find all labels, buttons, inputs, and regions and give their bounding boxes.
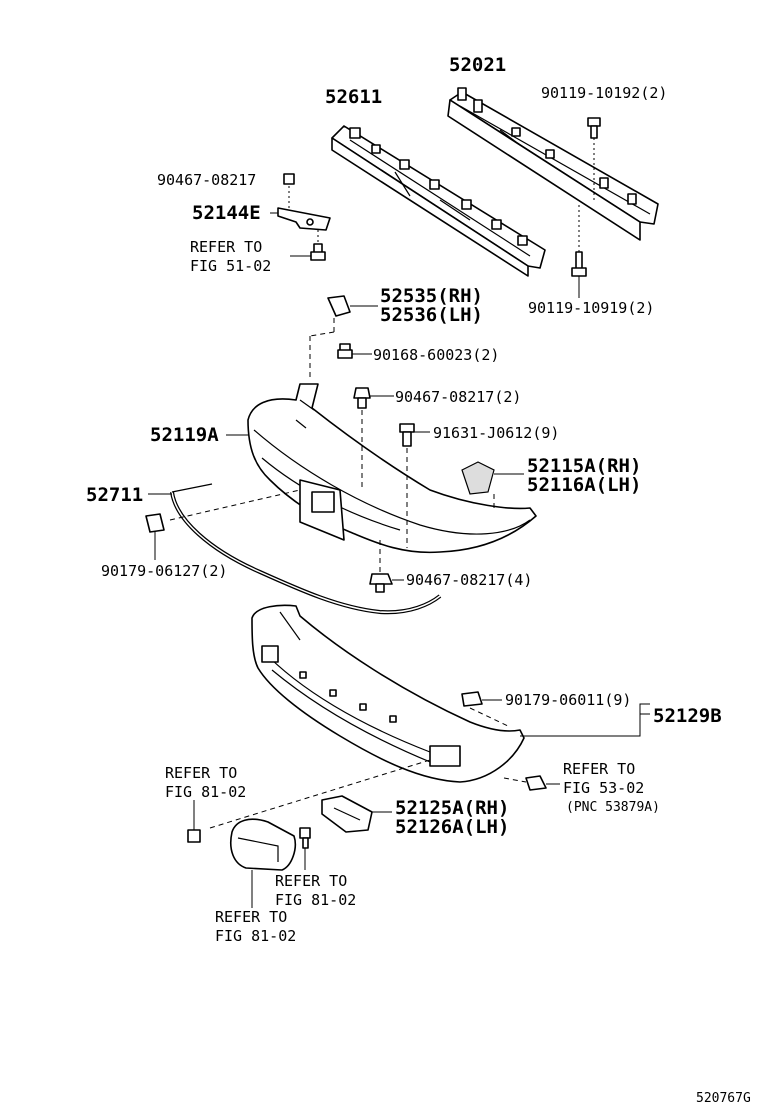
label-52115A: 52115A(RH) <box>527 455 642 477</box>
clip-90467-4-drawing <box>369 540 404 593</box>
label-52119A: 52119A <box>150 424 219 446</box>
nut-90179-06011-drawing <box>461 691 509 727</box>
label-90179-06127: 90179-06127(2) <box>101 562 228 580</box>
label-refer-81-b-line1: REFER TO <box>275 872 348 890</box>
bolt-fig81-left-drawing <box>187 800 201 843</box>
moulding-52711-drawing <box>148 483 442 615</box>
label-90168: 90168-60023(2) <box>373 346 500 364</box>
clip-52535-drawing <box>309 295 378 380</box>
retainer-52115A-drawing <box>461 461 524 512</box>
reinforcement-52611-drawing <box>331 125 546 277</box>
screw-91631-drawing <box>399 423 430 548</box>
label-91631: 91631-J0612(9) <box>433 424 560 442</box>
label-refer-81-a-line2: FIG 81-02 <box>165 783 247 801</box>
screw-fig81-right-drawing <box>299 827 311 870</box>
label-52125A: 52125A(RH) <box>395 797 510 819</box>
clip-90467-2-drawing <box>353 387 394 488</box>
label-90467-4: 90467-08217(4) <box>406 571 533 589</box>
label-52116A: 52116A(LH) <box>527 474 642 496</box>
label-refer-81-c-line1: REFER TO <box>215 908 288 926</box>
label-refer-81-c-line2: FIG 81-02 <box>215 927 297 945</box>
label-52611: 52611 <box>325 86 383 108</box>
label-refer-53-line2: FIG 53-02 <box>563 779 645 797</box>
bumper-cover-52119A-drawing <box>226 383 537 554</box>
fog-lamp-bracket-52125A-drawing <box>209 759 431 833</box>
label-refer-81-b-line2: FIG 81-02 <box>275 891 357 909</box>
bolt-90119-10919-drawing <box>571 205 587 298</box>
label-52021: 52021 <box>449 54 507 76</box>
label-52535: 52535(RH) <box>380 285 483 307</box>
label-refer-81-a-line1: REFER TO <box>165 764 238 782</box>
label-refer-51-line2: FIG 51-02 <box>190 257 272 275</box>
label-52144E: 52144E <box>192 202 261 224</box>
fog-lamp-drawing <box>230 818 297 908</box>
bolt-90119-10192-drawing <box>587 117 601 200</box>
label-refer-51-line1: REFER TO <box>190 238 263 256</box>
label-90119-10919: 90119-10919(2) <box>528 299 655 317</box>
label-refer-53-line1: REFER TO <box>563 760 636 778</box>
label-52126A: 52126A(LH) <box>395 816 510 838</box>
clip-fig53-drawing <box>503 775 560 791</box>
label-90467-2: 90467-08217(2) <box>395 388 522 406</box>
label-52129B: 52129B <box>653 705 722 727</box>
clip-90179-06127-drawing <box>145 513 165 560</box>
label-52711: 52711 <box>86 484 144 506</box>
bracket-52144E-drawing <box>270 173 331 261</box>
label-pnc: (PNC 53879A) <box>566 800 660 815</box>
lower-bumper-52129B-drawing <box>251 604 650 783</box>
reinforcement-52021-drawing <box>447 87 659 241</box>
figure-code: 520767G <box>696 1091 751 1106</box>
label-90467-top: 90467-08217 <box>157 171 257 189</box>
label-90119-10192: 90119-10192(2) <box>541 84 668 102</box>
label-52536: 52536(LH) <box>380 304 483 326</box>
label-90179-06011: 90179-06011(9) <box>505 691 632 709</box>
